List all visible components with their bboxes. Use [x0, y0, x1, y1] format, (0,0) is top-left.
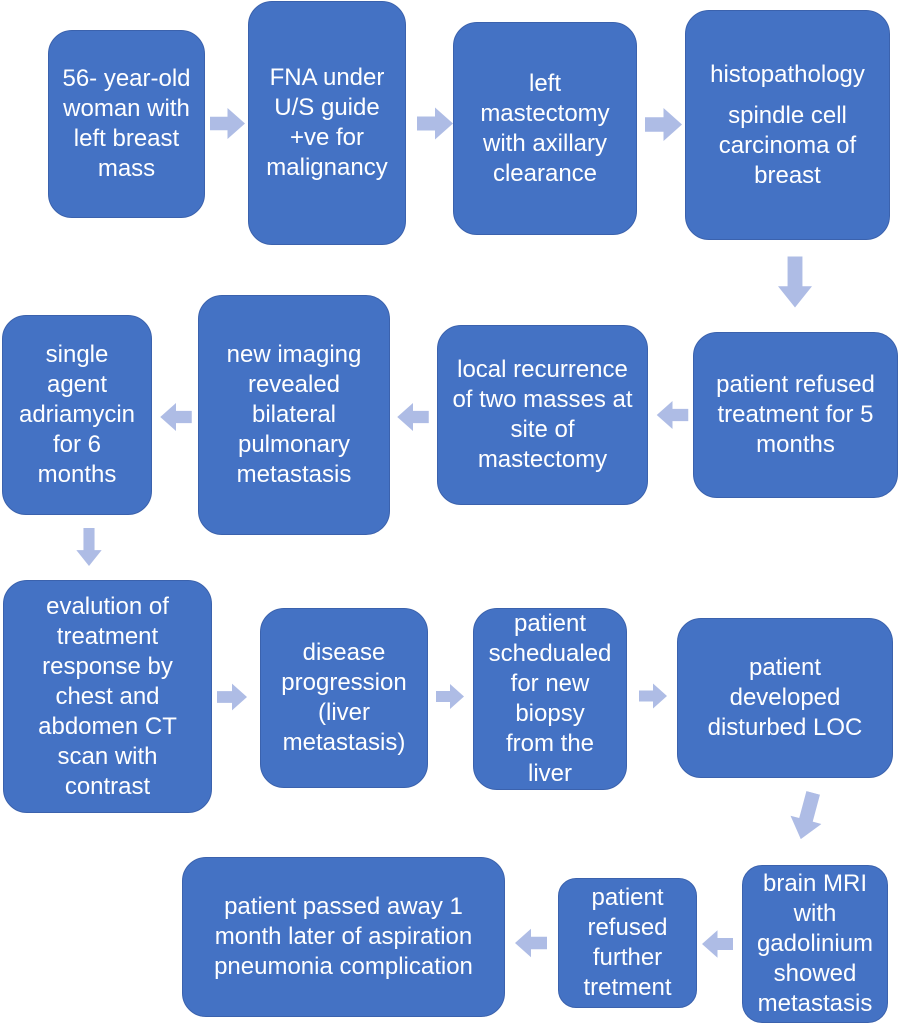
node-text: local recurrence of two masses at site o…: [452, 356, 633, 473]
arrow-shape: [417, 107, 453, 140]
arrow-shape: [645, 108, 682, 141]
arrow-shape: [702, 930, 733, 958]
node-disturbed-loc: patient developed disturbed LOC: [677, 618, 893, 778]
arrow-shape: [76, 528, 102, 566]
node-text: disease progression (liver metastasis): [281, 639, 407, 756]
arrow-left-icon: [656, 401, 689, 429]
node-text: patient refused treatment for 5 months: [716, 371, 875, 458]
node-text: patient passed away 1 month later of asp…: [214, 893, 473, 980]
arrow-shape: [397, 403, 429, 431]
arrow-down-icon: [790, 791, 822, 840]
node-text: histopathology: [710, 60, 865, 88]
node-refused-treatment: patient refused treatment for 5 months: [693, 332, 898, 498]
node-refused-further-treatment: patient refused further tretment: [558, 878, 697, 1008]
arrow-shape: [778, 256, 812, 308]
arrow-right-icon: [417, 107, 453, 140]
arrow-shape: [436, 684, 464, 709]
node-text: patient schedualed for new biopsy from t…: [488, 610, 612, 787]
node-disease-progression: disease progression (liver metastasis): [260, 608, 428, 788]
node-text: spindle cell carcinoma of breast: [718, 101, 857, 189]
arrow-right-icon: [639, 683, 667, 709]
node-ct-evaluation: evalution of treatment response by chest…: [3, 580, 212, 813]
arrow-shape: [639, 683, 667, 709]
node-histopathology: histopathology spindle cell carcinoma of…: [685, 10, 890, 240]
node-local-recurrence: local recurrence of two masses at site o…: [437, 325, 648, 505]
node-presentation: 56- year-old woman with left breast mass: [48, 30, 205, 218]
arrow-down-icon: [778, 256, 812, 308]
arrow-right-icon: [210, 107, 245, 140]
arrow-shape: [217, 683, 247, 711]
arrow-right-icon: [645, 108, 682, 141]
arrow-left-icon: [702, 930, 733, 958]
arrow-left-icon: [397, 403, 429, 431]
arrow-shape: [160, 403, 192, 431]
node-mastectomy: left mastectomy with axillary clearance: [453, 22, 637, 235]
node-text: single agent adriamycin for 6 months: [18, 341, 136, 488]
node-text: patient refused further tretment: [583, 884, 672, 1001]
arrow-shape: [515, 928, 547, 958]
arrow-shape: [790, 791, 822, 840]
node-text: new imaging revealed bilateral pulmonary…: [226, 341, 362, 488]
arrow-left-icon: [160, 403, 192, 431]
node-text: 56- year-old woman with left breast mass: [62, 65, 191, 182]
arrow-left-icon: [515, 928, 547, 958]
node-text: left mastectomy with axillary clearance: [480, 69, 610, 187]
node-liver-biopsy: patient schedualed for new biopsy from t…: [473, 608, 627, 790]
node-text: patient developed disturbed LOC: [707, 654, 863, 741]
arrow-right-icon: [217, 683, 247, 711]
node-text: brain MRI with gadolinium showed metasta…: [756, 870, 874, 1017]
node-adriamycin: single agent adriamycin for 6 months: [2, 315, 152, 515]
arrow-shape: [210, 107, 245, 140]
node-passed-away: patient passed away 1 month later of asp…: [182, 857, 505, 1017]
node-fna: FNA under U/S guide +ve for malignancy: [248, 1, 406, 245]
arrow-down-icon: [76, 528, 102, 566]
node-brain-mri: brain MRI with gadolinium showed metasta…: [742, 865, 888, 1023]
node-text: FNA under U/S guide +ve for malignancy: [266, 64, 388, 181]
arrow-right-icon: [436, 684, 464, 709]
arrow-shape: [656, 401, 689, 429]
node-text: evalution of treatment response by chest…: [38, 592, 177, 800]
node-pulmonary-metastasis: new imaging revealed bilateral pulmonary…: [198, 295, 390, 535]
